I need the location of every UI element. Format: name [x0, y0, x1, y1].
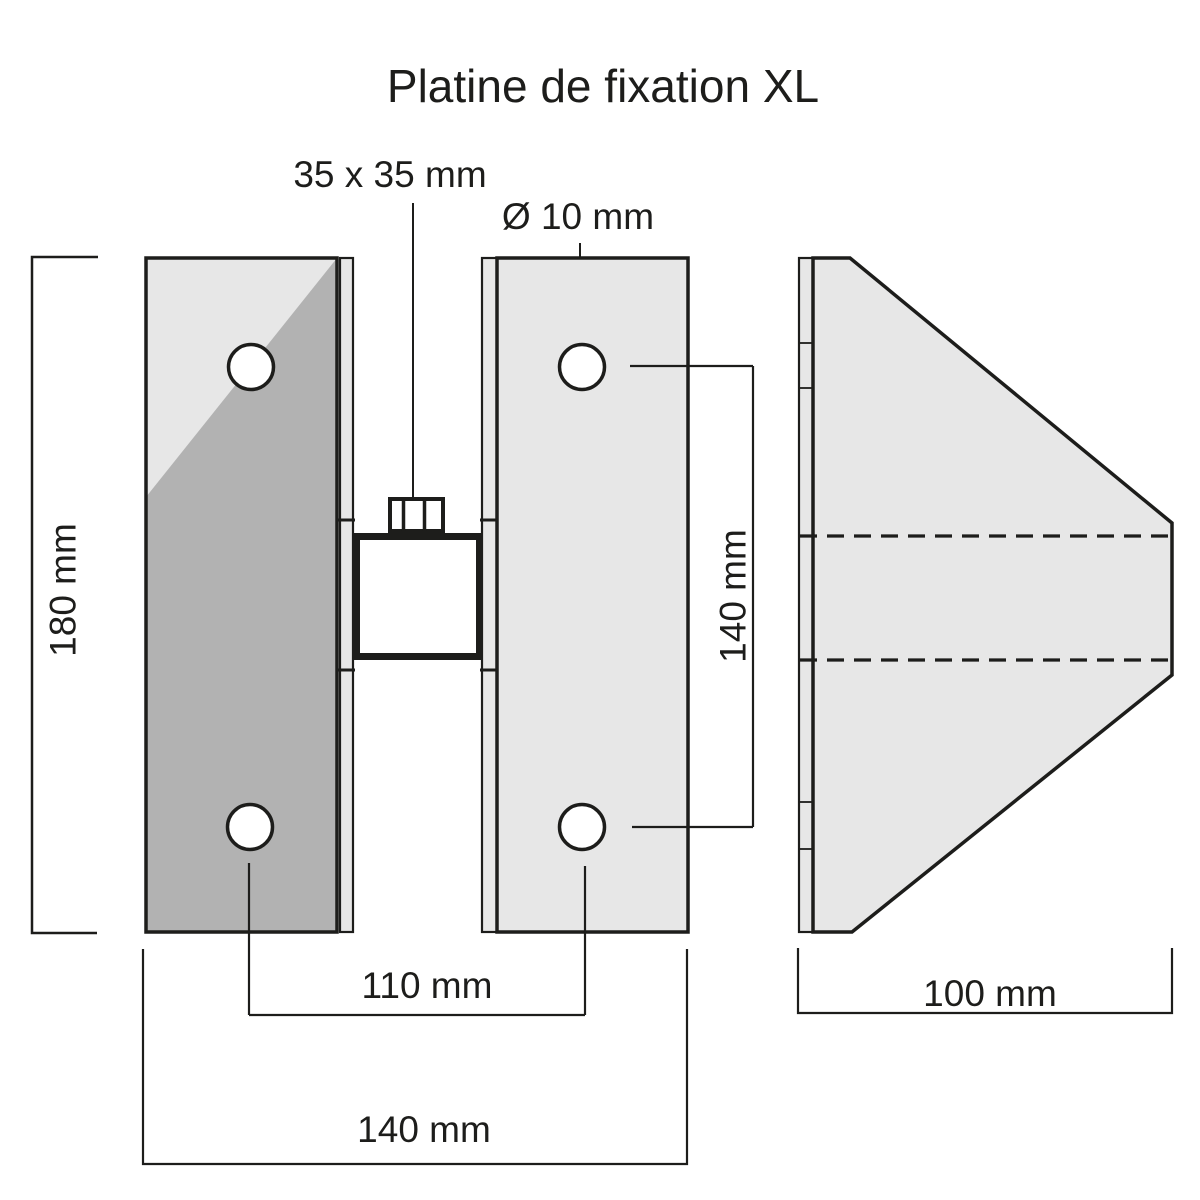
dimension-overall-width: 140 mm — [141, 949, 689, 1166]
gusset-depth-dim-text: 100 mm — [923, 973, 1057, 1014]
dimension-gusset-depth: 100 mm — [796, 948, 1174, 1015]
overall-width-dim-line — [141, 949, 689, 1166]
side-view — [797, 256, 1174, 934]
gusset-depth-dim-line — [796, 948, 1174, 1015]
bolt-head — [388, 497, 445, 533]
hspacing-dim-text: 110 mm — [362, 965, 493, 1006]
hole-bottom-left — [225, 802, 275, 852]
tube-section-label: 35 x 35 mm — [293, 154, 486, 195]
drawing-title: Platine de fixation XL — [387, 60, 819, 112]
side-plate-edge-strip — [797, 256, 815, 934]
vspacing-dim-text: 140 mm — [713, 529, 754, 663]
left-plate-edge-strip — [338, 256, 355, 934]
dimension-vertical-hole-spacing: 140 mm — [630, 364, 755, 829]
plate-height-dim-text: 180 mm — [43, 523, 84, 657]
plate-height-dim-line — [30, 255, 98, 935]
hole-bottom-right — [557, 802, 607, 852]
dimension-horizontal-hole-spacing: 110 mm — [247, 863, 587, 1017]
left-plate-shadow — [146, 258, 337, 932]
square-tube — [353, 533, 483, 660]
hole-top-right — [557, 342, 607, 392]
left-plate-outline — [144, 256, 339, 934]
dimension-plate-height: 180 mm — [30, 255, 98, 935]
gusset-profile — [811, 256, 1174, 934]
right-plate-edge-strip — [480, 256, 499, 934]
front-view — [144, 256, 690, 934]
overall-width-dim-text: 140 mm — [357, 1109, 491, 1150]
hole-top-left — [226, 342, 276, 392]
hole-diameter-label: Ø 10 mm — [502, 196, 654, 237]
